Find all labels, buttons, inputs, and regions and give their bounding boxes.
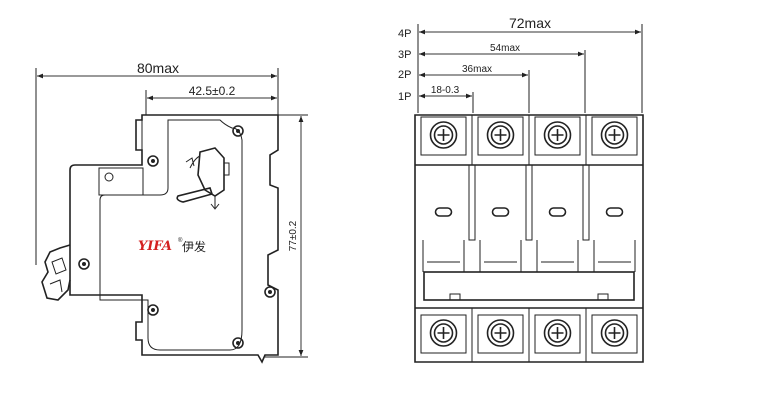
terminal-screw-head	[547, 323, 568, 343]
brand-logo: YIFA	[138, 239, 172, 254]
terminal-recess	[477, 314, 524, 354]
screw-cross-icon	[608, 129, 621, 141]
label-slot	[605, 207, 624, 217]
pole-label-3p: 3P	[398, 49, 411, 61]
screw-cross-icon	[494, 327, 507, 339]
terminal-screw	[429, 319, 458, 347]
terminal-recess	[477, 116, 524, 156]
pole-divider	[468, 165, 476, 241]
brand-registered: ®	[178, 237, 183, 244]
terminal-recess	[420, 314, 467, 354]
terminal-recess	[591, 314, 638, 354]
pole-divider	[525, 165, 533, 241]
bar-tab	[597, 293, 609, 301]
pole-divider	[582, 165, 590, 241]
rivets	[78, 125, 276, 349]
terminal-recess	[534, 314, 581, 354]
breaker-body-outline	[69, 114, 279, 364]
terminal-screw-head	[433, 125, 454, 145]
brand-cjk: 伊发	[182, 239, 206, 254]
terminal-recess	[534, 116, 581, 156]
label-slot	[491, 207, 510, 217]
dim-front-label: 42.5±0.2	[189, 84, 236, 98]
pole-label-2p: 2P	[398, 69, 411, 81]
screw-cross-icon	[494, 129, 507, 141]
terminal-recess	[591, 116, 638, 156]
dim-height-label: 77±0.2	[288, 220, 299, 251]
side-view: 80max 42.5±0.2 77±0.2	[35, 60, 308, 364]
handle-lever	[536, 240, 579, 272]
terminal-screw-head	[604, 125, 625, 145]
terminal-screw-head	[433, 323, 454, 343]
toggle-handle	[176, 147, 230, 210]
handle-lever	[479, 240, 522, 272]
pole-label-4p: 4P	[398, 28, 411, 40]
terminal-screw-head	[547, 125, 568, 145]
front-view: 4P 3P 2P 1P 72max 54max 36max 18-0.3	[398, 15, 644, 363]
terminal-recess	[420, 116, 467, 156]
terminal-screw-head	[604, 323, 625, 343]
handle-lever	[422, 240, 465, 272]
din-clip-detail	[49, 257, 67, 293]
dim-1p-label: 18-0.3	[431, 85, 460, 96]
screw-cross-icon	[551, 129, 564, 141]
screw-cross-icon	[437, 327, 450, 339]
indicator-window	[98, 167, 144, 196]
dim-3p-label: 54max	[490, 43, 520, 54]
front-outline	[414, 114, 644, 363]
pole-label-1p: 1P	[398, 91, 411, 103]
terminal-screw-head	[490, 125, 511, 145]
terminal-screw	[543, 121, 572, 149]
terminal-screw	[543, 319, 572, 347]
screw-cross-icon	[551, 327, 564, 339]
terminal-screw	[429, 121, 458, 149]
indicator-lens	[104, 172, 114, 182]
din-clip	[41, 244, 71, 301]
terminal-screw	[600, 121, 629, 149]
terminal-screw-head	[490, 323, 511, 343]
poles	[420, 115, 638, 362]
handle-bar	[423, 271, 635, 301]
dim-4p-label: 72max	[509, 15, 551, 31]
dim-2p-label: 36max	[462, 64, 492, 75]
terminal-screw	[486, 319, 515, 347]
label-slot	[434, 207, 453, 217]
terminal-screw	[600, 319, 629, 347]
inner-panel	[99, 119, 243, 351]
screw-cross-icon	[437, 129, 450, 141]
dim-width-label: 80max	[137, 60, 179, 76]
terminal-screw	[486, 121, 515, 149]
bar-tab	[449, 293, 461, 301]
label-slot	[548, 207, 567, 217]
handle-lever	[593, 240, 636, 272]
screw-cross-icon	[608, 327, 621, 339]
